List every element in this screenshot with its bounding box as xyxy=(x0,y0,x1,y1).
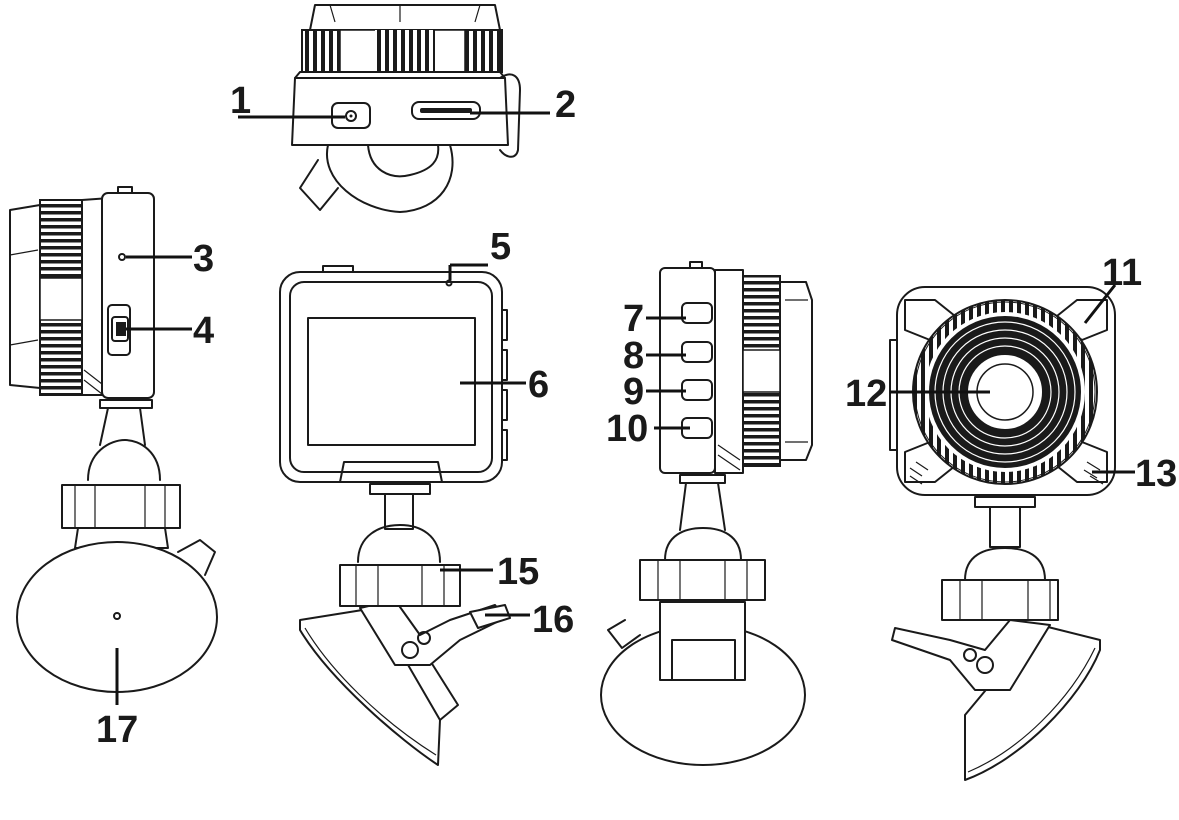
menu-button xyxy=(681,341,713,363)
callout-5: 5 xyxy=(490,226,511,268)
status-indicator-light xyxy=(118,253,126,261)
mini-usb-port xyxy=(107,304,131,356)
callout-6: 6 xyxy=(528,364,549,406)
callout-13: 13 xyxy=(1135,453,1177,495)
callout-11: 11 xyxy=(1102,252,1142,294)
callout-10: 10 xyxy=(606,408,648,450)
up-button xyxy=(681,379,713,401)
speaker-grille xyxy=(1083,461,1104,485)
callout-16: 16 xyxy=(532,599,574,641)
microsd-card-slot xyxy=(411,101,481,120)
callout-4: 4 xyxy=(193,310,214,352)
lens-front-view xyxy=(889,286,1116,781)
callout-12: 12 xyxy=(845,373,887,415)
callout-15: 15 xyxy=(497,551,539,593)
microphone-hole xyxy=(445,279,453,287)
top-view-camera xyxy=(291,4,521,213)
mount-lock-knob xyxy=(339,564,461,607)
side-view-left xyxy=(9,186,218,693)
callout-9: 9 xyxy=(623,371,644,413)
leader-lines xyxy=(115,111,1135,705)
callout-2: 2 xyxy=(555,84,576,126)
reset-button-hole xyxy=(331,102,371,129)
callout-8: 8 xyxy=(623,335,644,377)
side-view-buttons xyxy=(600,261,813,766)
callout-7: 7 xyxy=(623,298,644,340)
callout-1: 1 xyxy=(230,80,251,122)
lcd-screen xyxy=(307,317,476,446)
callout-17: 17 xyxy=(96,709,138,751)
callout-3: 3 xyxy=(193,238,214,280)
power-button xyxy=(681,302,713,324)
